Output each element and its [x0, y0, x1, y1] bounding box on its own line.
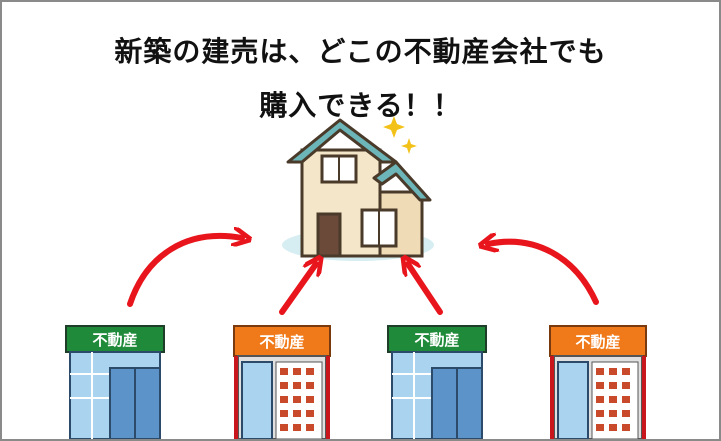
arrow-up-right — [408, 264, 443, 315]
shop-2: 不動産 — [233, 325, 331, 439]
arrow-curved-right — [488, 242, 599, 305]
shop-4: 不動産 — [549, 325, 647, 439]
sparkle-icon — [383, 116, 417, 154]
shop-sign-label: 不動産 — [575, 333, 620, 351]
arrow-up-left — [279, 264, 316, 315]
shop-sign-label: 不動産 — [414, 331, 459, 349]
arrow-curved-left — [127, 236, 242, 307]
shop-sign-label: 不動産 — [92, 331, 137, 349]
headline-line-2: 購入できる！！ — [259, 89, 462, 122]
headline-line-1: 新築の建売は、どこの不動産会社でも — [114, 35, 607, 68]
shop-sign-label: 不動産 — [259, 333, 304, 351]
shop-3: 不動産 — [387, 325, 487, 439]
shop-1: 不動産 — [65, 325, 165, 439]
house-illustration — [282, 118, 434, 261]
